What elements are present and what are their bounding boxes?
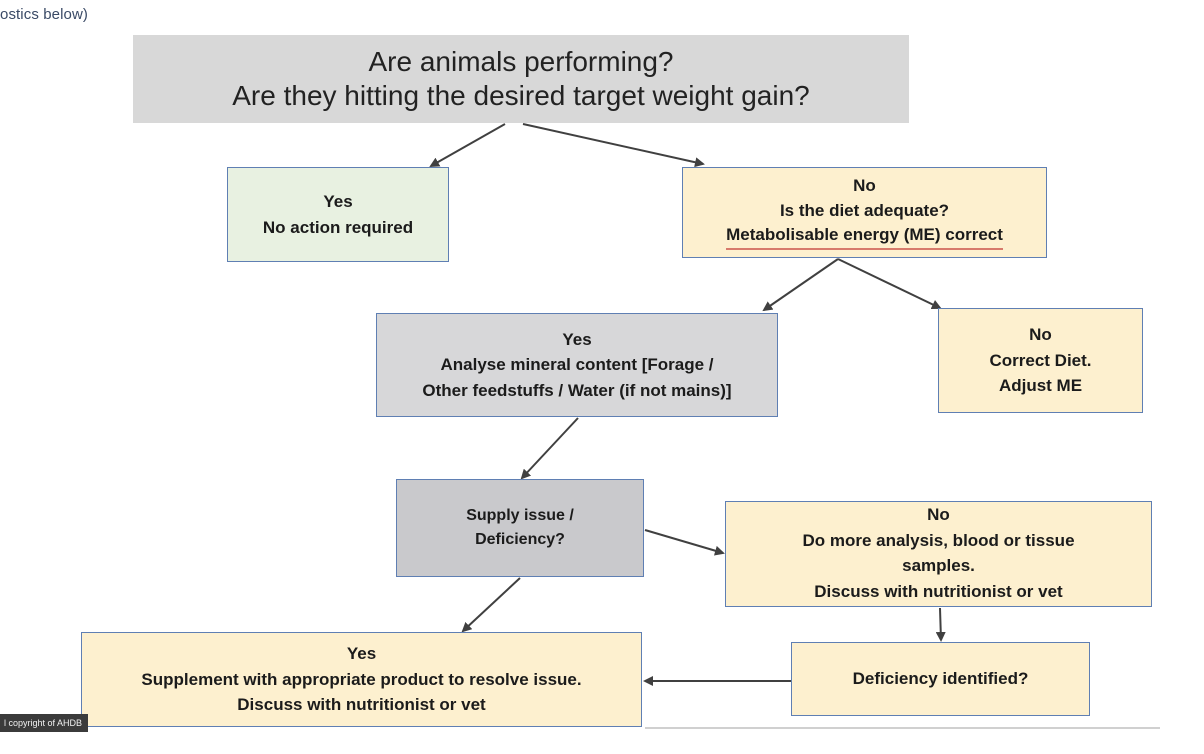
- no-action-line-1: Yes: [323, 192, 353, 211]
- divider: [645, 727, 1160, 729]
- arrow-diet-to-correct: [837, 258, 942, 310]
- correct-diet-line-1: No: [1029, 325, 1052, 345]
- arrow-more-analysis-to-deficiency: [935, 607, 946, 642]
- supplement-line-2: Supplement with appropriate product to r…: [141, 669, 582, 689]
- arrow-question-to-no: [522, 123, 705, 168]
- yes-analyse-mineral-box: Yes Analyse mineral content [Forage / Ot…: [376, 313, 778, 417]
- arrow-question-to-yes: [429, 123, 506, 167]
- more-analysis-line-4: Discuss with nutritionist or vet: [814, 581, 1063, 601]
- yes-supplement-box: Yes Supplement with appropriate product …: [81, 632, 642, 727]
- arrow-analyse-to-supply: [520, 417, 579, 480]
- question-box: Are animals performing? Are they hitting…: [133, 35, 909, 123]
- no-diet-adequate-box: No Is the diet adequate? Metabolisable e…: [682, 167, 1047, 258]
- diet-line-1: No: [853, 176, 876, 195]
- correct-diet-line-2: Correct Diet.: [989, 350, 1092, 370]
- copyright-badge: l copyright of AHDB: [0, 714, 89, 732]
- diet-line-2: Is the diet adequate?: [779, 200, 950, 220]
- analyse-line-1: Yes: [562, 329, 592, 349]
- deficiency-line-1: Deficiency identified?: [852, 669, 1029, 689]
- supply-line-2: Deficiency?: [475, 531, 565, 548]
- correct-diet-line-3: Adjust ME: [998, 376, 1083, 396]
- more-analysis-line-3: samples.: [902, 556, 975, 575]
- page-caption-fragment: ostics below): [0, 6, 88, 23]
- analyse-line-3: Other feedstuffs / Water (if not mains)]: [422, 380, 732, 400]
- arrow-supply-to-supplement: [461, 577, 521, 633]
- supply-issue-box: Supply issue / Deficiency?: [396, 479, 644, 577]
- supply-line-1: Supply issue /: [466, 507, 574, 524]
- yes-no-action-box: Yes No action required: [227, 167, 449, 262]
- arrow-supply-to-more-analysis: [644, 529, 725, 556]
- deficiency-identified-box: Deficiency identified?: [791, 642, 1090, 716]
- supplement-line-3: Discuss with nutritionist or vet: [237, 695, 486, 715]
- supplement-line-1: Yes: [346, 644, 377, 664]
- more-analysis-line-2: Do more analysis, blood or tissue: [802, 530, 1075, 550]
- no-more-analysis-box: No Do more analysis, blood or tissue sam…: [725, 501, 1152, 607]
- analyse-line-2: Analyse mineral content [Forage /: [440, 355, 714, 375]
- no-correct-diet-box: No Correct Diet. Adjust ME: [938, 308, 1143, 413]
- diet-line-3: Metabolisable energy (ME) correct: [726, 223, 1003, 250]
- more-analysis-line-1: No: [927, 505, 950, 524]
- no-action-line-2: No action required: [262, 217, 414, 237]
- arrow-diet-to-analyse: [762, 258, 839, 312]
- question-line-1: Are animals performing?: [368, 46, 674, 78]
- question-line-2: Are they hitting the desired target weig…: [232, 80, 810, 111]
